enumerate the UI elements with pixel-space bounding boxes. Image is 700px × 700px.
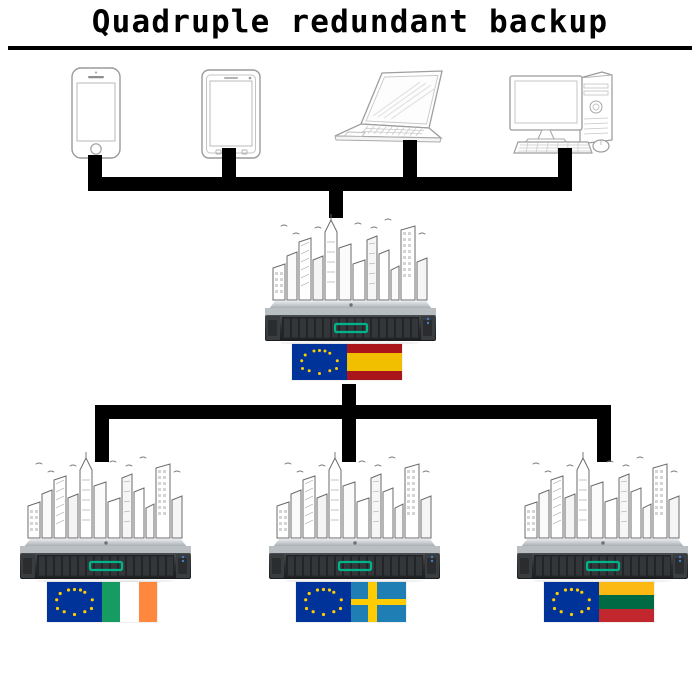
connector-drop-smartphone xyxy=(88,155,102,183)
skyline-icon xyxy=(517,450,687,540)
flag-pair-primary xyxy=(292,344,402,380)
tablet-icon xyxy=(200,68,262,160)
laptop-icon xyxy=(320,66,448,146)
flag-eu xyxy=(296,582,351,622)
rack-server-icon xyxy=(515,535,690,583)
flag-eu xyxy=(292,344,347,380)
smartphone-icon xyxy=(70,66,122,160)
flag-eu xyxy=(544,582,599,622)
page-title: Quadruple redundant backup xyxy=(91,4,609,40)
connector-drop-backup-ireland xyxy=(95,418,109,462)
flag-lt xyxy=(599,582,654,622)
flag-ie xyxy=(102,582,157,622)
skyline-icon xyxy=(269,450,439,540)
flag-pair-ireland xyxy=(47,582,157,622)
flag-es xyxy=(347,344,402,380)
skyline-icon xyxy=(20,450,190,540)
rack-server-icon xyxy=(263,297,438,345)
connector-bottom-bus xyxy=(95,405,611,419)
title-underline xyxy=(8,46,692,50)
flag-pair-lithuania xyxy=(544,582,654,622)
connector-drop-desktop xyxy=(558,148,572,183)
node-primary-datacenter[interactable] xyxy=(255,212,445,392)
flag-se xyxy=(351,582,406,622)
rack-server-icon xyxy=(18,535,193,583)
connector-drop-primary xyxy=(329,190,343,218)
skyline-icon xyxy=(265,212,435,302)
connector-drop-backup-lithuania xyxy=(597,418,611,462)
connector-drop-laptop xyxy=(403,140,417,183)
desktop-icon xyxy=(502,66,618,156)
node-backup-ireland[interactable] xyxy=(10,450,200,640)
rack-server-icon xyxy=(267,535,442,583)
connector-drop-backup-sweden xyxy=(342,418,356,462)
node-backup-lithuania[interactable] xyxy=(507,450,697,640)
connector-drop-tablet xyxy=(222,148,236,183)
flag-pair-sweden xyxy=(296,582,406,622)
flag-eu xyxy=(47,582,102,622)
node-backup-sweden[interactable] xyxy=(259,450,449,640)
connector-top-bus xyxy=(88,177,572,191)
